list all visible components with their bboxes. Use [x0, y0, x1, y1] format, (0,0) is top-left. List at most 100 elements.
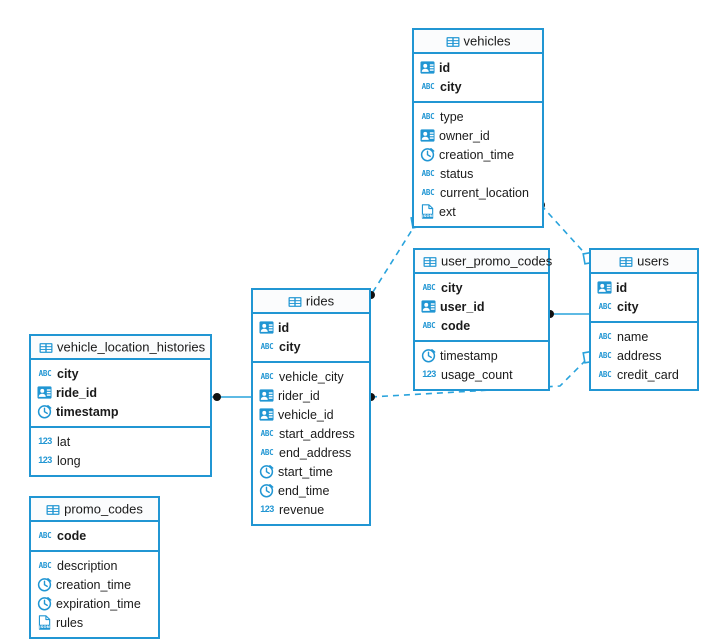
abc-icon: ABC: [260, 371, 274, 381]
key-id-icon: [420, 128, 435, 143]
table-header-vehicles[interactable]: vehicles: [414, 30, 542, 54]
abc-icon: ABC: [260, 447, 274, 457]
abc-icon: ABC: [598, 350, 612, 360]
primary-key-field[interactable]: id: [591, 278, 697, 297]
table-title: vehicle_location_histories: [57, 339, 206, 355]
field-label: name: [617, 329, 649, 344]
field-label: ext: [439, 204, 456, 219]
field-label: revenue: [279, 502, 325, 517]
abc-icon: ABC: [38, 368, 52, 378]
primary-key-field[interactable]: user_id: [415, 297, 548, 316]
relationship-user_promo_codes-users[interactable]: [546, 310, 589, 318]
table-header-user_promo_codes[interactable]: user_promo_codes: [415, 250, 552, 274]
key-id-icon: [37, 385, 52, 400]
relationship-vehicle_location_histories-rides[interactable]: [212, 393, 251, 401]
abc-icon: ABC: [598, 301, 612, 311]
abc-icon: ABC: [421, 187, 435, 197]
abc-icon: ABC: [260, 341, 274, 351]
primary-key-field[interactable]: id: [253, 318, 369, 337]
table-field[interactable]: owner_id: [414, 126, 542, 145]
field-label: id: [439, 60, 451, 75]
json-icon: JSON: [37, 615, 52, 630]
primary-key-field[interactable]: timestamp: [31, 402, 210, 421]
primary-key-field[interactable]: id: [414, 58, 542, 77]
field-label: owner_id: [439, 128, 490, 143]
table-grid-icon: [423, 254, 437, 268]
field-label: user_id: [440, 299, 485, 314]
field-label: vehicle_city: [279, 369, 344, 384]
table-field[interactable]: ABC end_address: [253, 443, 369, 462]
field-label: end_time: [278, 483, 330, 498]
table-field[interactable]: timestamp: [415, 346, 548, 365]
table-field[interactable]: creation_time: [31, 575, 158, 594]
field-label: code: [441, 318, 471, 333]
table-field[interactable]: end_time: [253, 481, 369, 500]
field-label: code: [57, 528, 87, 543]
table-header-vehicle_location_histories[interactable]: vehicle_location_histories: [31, 336, 210, 360]
abc-icon: ABC: [422, 320, 436, 330]
table-header-rides[interactable]: rides: [253, 290, 369, 314]
field-label: lat: [57, 434, 71, 449]
table-header-users[interactable]: users: [591, 250, 697, 274]
number-icon: 123: [260, 504, 274, 514]
table-field[interactable]: rider_id: [253, 386, 369, 405]
clock-icon: [421, 348, 436, 363]
field-label: type: [440, 109, 464, 124]
table-grid-icon: [619, 254, 633, 268]
clock-icon: [37, 596, 52, 611]
table-grid-icon: [39, 340, 53, 354]
table-field[interactable]: 123 revenue: [253, 500, 369, 519]
table-title: users: [637, 253, 669, 269]
key-id-icon: [259, 388, 274, 403]
table-field[interactable]: creation_time: [414, 145, 542, 164]
primary-key-field[interactable]: ride_id: [31, 383, 210, 402]
field-label: creation_time: [439, 147, 515, 162]
table-field[interactable]: ABC vehicle_city: [253, 367, 369, 386]
field-label: id: [616, 280, 628, 295]
field-label: description: [57, 558, 118, 573]
table-field[interactable]: expiration_time: [31, 594, 158, 613]
table-field[interactable]: vehicle_id: [253, 405, 369, 424]
clock-icon: [420, 147, 435, 162]
table-header-promo_codes[interactable]: promo_codes: [31, 498, 158, 522]
clock-icon: [259, 464, 274, 479]
field-label: creation_time: [56, 577, 132, 592]
relationship-line: [370, 221, 418, 296]
field-label: end_address: [279, 445, 352, 460]
primary-key-field[interactable]: ABC code: [415, 316, 548, 335]
field-label: expiration_time: [56, 596, 141, 611]
table-title: rides: [305, 293, 335, 309]
table-field[interactable]: start_time: [253, 462, 369, 481]
clock-icon: [37, 577, 52, 592]
